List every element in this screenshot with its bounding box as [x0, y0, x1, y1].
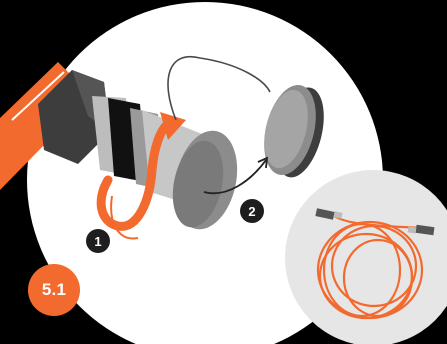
step-number-badge: 5.1 [28, 264, 80, 316]
step-marker-2: 2 [240, 199, 264, 223]
connector-end-face-shadow [172, 140, 224, 228]
cable-connector-right-tip [407, 226, 417, 234]
pull-arrow [203, 159, 267, 195]
cable-stripe [11, 71, 65, 121]
rotate-arrow-head [160, 112, 186, 140]
pull-arrow-head [257, 156, 269, 169]
dust-cap [264, 84, 324, 178]
coiled-fiber-cable-illustration [315, 208, 435, 320]
step-marker-1: 1 [86, 229, 110, 253]
cable-connector-right [415, 224, 435, 236]
cap-tether [167, 55, 271, 121]
rotate-arrow [96, 119, 173, 231]
cable-loop [342, 238, 414, 318]
rotate-arrow-tail [110, 195, 139, 240]
cable-connector-left-tip [333, 211, 343, 219]
fiber-connector-illustration [0, 55, 324, 240]
cable-connector-left [315, 208, 335, 220]
